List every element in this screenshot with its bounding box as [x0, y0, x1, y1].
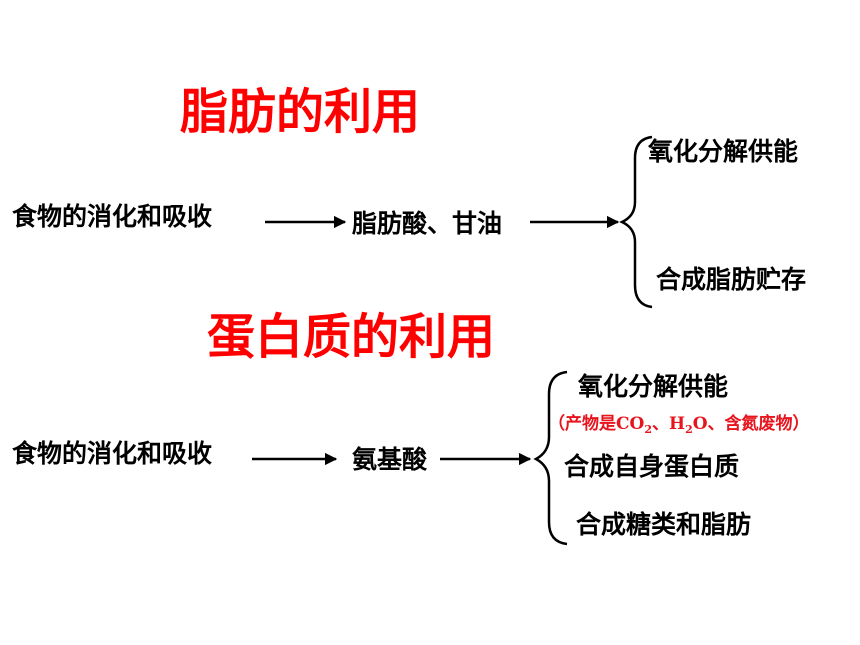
protein-outcome-self-protein: 合成自身蛋白质	[564, 452, 740, 481]
protein-oxidation-products-note: （产物是CO2、H2O、含氮废物）	[548, 414, 810, 436]
fat-section-title: 脂肪的利用	[180, 84, 421, 140]
fat-outcome-storage: 合成脂肪贮存	[656, 265, 807, 294]
protein-section-title: 蛋白质的利用	[207, 309, 496, 365]
fat-outcome-oxidation: 氧化分解供能	[648, 137, 799, 166]
protein-brace	[533, 370, 568, 546]
protein-outcome-oxidation: 氧化分解供能	[578, 372, 729, 401]
fat-brace	[619, 135, 653, 309]
protein-source-label: 食物的消化和吸收	[12, 439, 213, 468]
protein-product-label: 氨基酸	[352, 445, 428, 474]
protein-outcome-sugar-fat: 合成糖类和脂肪	[576, 510, 752, 539]
fat-product-label: 脂肪酸、甘油	[352, 209, 503, 238]
fat-source-label: 食物的消化和吸收	[12, 202, 213, 231]
